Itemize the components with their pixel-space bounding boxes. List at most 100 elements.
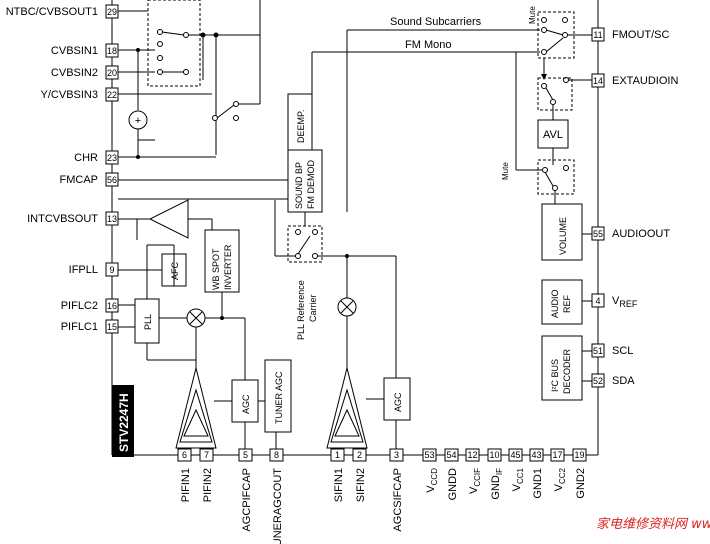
fm-mono-label: FM Mono — [405, 39, 451, 51]
pin-extaudioin: 14 EXTAUDIOIN — [591, 73, 678, 88]
pin-audioout: 55 AUDIOOUT — [591, 226, 670, 241]
pin-scl: 51 SCL — [591, 343, 633, 358]
svg-text:AGC: AGC — [393, 392, 403, 412]
svg-text:VCC2: VCC2 — [553, 467, 567, 491]
svg-text:8: 8 — [274, 450, 279, 460]
svg-text:14: 14 — [593, 76, 603, 86]
svg-text:AUDIO: AUDIO — [550, 289, 560, 318]
audio-mute-switch-top: Mute — [528, 6, 592, 80]
audio-mute-switch-bottom: Mute — [501, 52, 575, 204]
svg-text:5: 5 — [243, 450, 248, 460]
svg-text:FM DEMOD: FM DEMOD — [306, 160, 316, 209]
avl-block: AVL — [537, 119, 569, 165]
audio-ref-block: AUDIO REF — [541, 279, 592, 325]
pin-ntbc: 29 NTBC/CVBSOUT1 — [6, 4, 119, 19]
svg-text:SDA: SDA — [612, 375, 635, 387]
pif-amplifier — [175, 367, 217, 449]
svg-text:Mute: Mute — [501, 162, 510, 180]
svg-text:CVBSIN1: CVBSIN1 — [51, 45, 98, 57]
svg-text:51: 51 — [593, 346, 603, 356]
svg-text:DECODER: DECODER — [562, 348, 572, 394]
sound-bp-fm-demod: SOUND BP FM DEMOD — [287, 149, 323, 213]
pin-chr: 23 CHR — [74, 150, 119, 165]
svg-text:PIFLC2: PIFLC2 — [61, 300, 98, 312]
svg-text:3: 3 — [394, 450, 399, 460]
svg-text:GND2: GND2 — [575, 468, 587, 499]
svg-text:SIFIN1: SIFIN1 — [333, 468, 345, 502]
svg-text:SOUND BP: SOUND BP — [294, 162, 304, 209]
svg-text:WB SPOT: WB SPOT — [211, 248, 221, 290]
chip-label-bg — [112, 385, 134, 457]
svg-text:GNDIF: GNDIF — [490, 468, 504, 500]
pll-reference-switch: PLL Reference Carrier — [274, 200, 396, 340]
svg-text:20: 20 — [107, 68, 117, 78]
svg-text:17: 17 — [552, 450, 562, 460]
svg-text:PIFLC1: PIFLC1 — [61, 321, 98, 333]
svg-text:53: 53 — [424, 450, 434, 460]
svg-text:54: 54 — [446, 450, 456, 460]
agc-pif-block: AGC — [214, 318, 265, 449]
svg-text:6: 6 — [182, 450, 187, 460]
svg-text:Mute: Mute — [528, 6, 537, 24]
pin-ifpll: 9 IFPLL — [69, 262, 119, 277]
svg-text:GND1: GND1 — [532, 468, 544, 499]
svg-text:SIFIN2: SIFIN2 — [355, 468, 367, 502]
svg-text:FMOUT/SC: FMOUT/SC — [612, 29, 669, 41]
deemp-block: DEEMP. — [287, 93, 313, 151]
svg-text:AFC: AFC — [170, 261, 180, 280]
svg-text:REF: REF — [562, 294, 572, 313]
svg-text:AVL: AVL — [543, 129, 563, 141]
svg-text:VCCD: VCCD — [425, 468, 439, 493]
svg-text:23: 23 — [107, 153, 117, 163]
svg-text:VCC1: VCC1 — [511, 467, 525, 491]
sound-subcarriers-label: Sound Subcarriers — [390, 16, 482, 28]
svg-text:15: 15 — [107, 322, 117, 332]
afc-block: AFC — [118, 253, 187, 287]
svg-text:DEEMP.: DEEMP. — [296, 110, 306, 143]
svg-text:12: 12 — [467, 450, 477, 460]
svg-text:TUNERAGCOUT: TUNERAGCOUT — [272, 468, 284, 544]
svg-text:VOLUME: VOLUME — [558, 217, 568, 255]
svg-text:PLL: PLL — [143, 314, 153, 330]
pin-intcvbsout: 13 INTCVBSOUT — [27, 211, 119, 226]
svg-text:AGC: AGC — [241, 394, 251, 414]
pin-piflc2: 16 PIFLC2 — [61, 298, 119, 313]
video-switch-matrix: + — [118, 0, 261, 159]
audio-input-switch — [537, 77, 592, 120]
svg-text:GNDD: GNDD — [447, 468, 459, 500]
svg-text:16: 16 — [107, 301, 117, 311]
sif-mixer — [337, 256, 357, 368]
cvbs-buffer-amplifier — [118, 199, 213, 240]
svg-text:52: 52 — [593, 376, 603, 386]
watermark-logo: 家电维修资料网 www.520101.com — [596, 516, 710, 532]
pif-mixer — [186, 308, 245, 368]
svg-text:NTBC/CVBSOUT1: NTBC/CVBSOUT1 — [6, 6, 98, 18]
svg-text:2: 2 — [357, 450, 362, 460]
svg-text:CHR: CHR — [74, 152, 98, 164]
svg-text:11: 11 — [593, 30, 602, 40]
svg-text:+: + — [135, 115, 141, 127]
svg-text:4: 4 — [595, 296, 600, 306]
pin-sda: 52 SDA — [591, 373, 635, 388]
svg-text:AUDIOOUT: AUDIOOUT — [612, 228, 670, 240]
svg-text:19: 19 — [574, 450, 584, 460]
svg-text:VCCIF: VCCIF — [468, 468, 482, 494]
svg-text:SCL: SCL — [612, 345, 633, 357]
pin-cvbsin1: 18 CVBSIN1 — [51, 43, 119, 58]
svg-text:9: 9 — [109, 265, 114, 275]
svg-text:PIFIN1: PIFIN1 — [180, 468, 192, 502]
